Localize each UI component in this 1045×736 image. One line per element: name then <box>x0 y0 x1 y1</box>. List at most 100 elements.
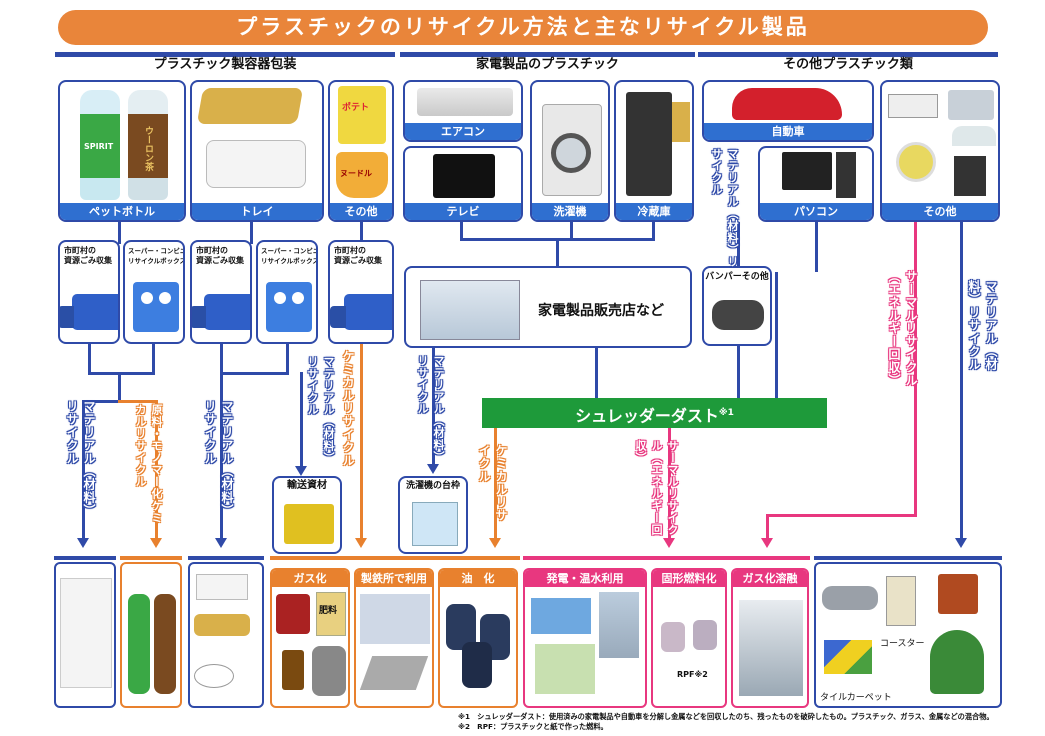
flow-material-c: マテリアル（材料）リサイクル <box>306 356 335 464</box>
appliance-store-label: 家電製品販売店など <box>538 303 664 319</box>
gas-melting-label: ガス化溶融 <box>733 570 807 587</box>
house-image <box>948 90 994 120</box>
solid-fuel-label: 固形燃料化 <box>653 570 725 587</box>
washer-box: 洗濯機 <box>530 80 610 222</box>
flow-material-b: マテリアル（材料）リサイクル <box>203 400 234 517</box>
clothes-image <box>60 578 112 688</box>
monomer-products <box>120 562 182 708</box>
pen-stand-image <box>938 574 978 614</box>
gasification-box: ガス化 肥料 <box>270 568 350 708</box>
aircon-label: エアコン <box>405 123 521 140</box>
snack-cup-image: ポテト <box>338 86 386 144</box>
fridge-label: 冷蔵庫 <box>616 203 692 220</box>
pylon-image <box>599 592 639 658</box>
noodle-cup-image: ヌードル <box>336 152 388 198</box>
potted-plant-image <box>930 630 984 694</box>
car-box: 自動車 <box>702 80 874 142</box>
flow-thermal-b: サーマルリサイクル（エネルギー回収） <box>887 270 918 387</box>
oilification-box: 油 化 <box>438 568 518 708</box>
bumper-label: バンパーその他 <box>704 272 770 282</box>
pipes-image <box>822 586 878 610</box>
footnote-2: ※2 RPF：プラスチックと紙で作った燃料。 <box>458 722 608 731</box>
bottle-brand-label: SPIRIT <box>84 142 114 151</box>
aircon-image <box>417 88 513 116</box>
transport-materials-label: 輸送資材 <box>287 480 327 491</box>
flow-chemical-b: ケミカルリサイクル <box>477 444 508 522</box>
steelworks-box: 製鉄所で利用 <box>354 568 434 708</box>
tea-brand-label: ウーロン茶 <box>143 126 153 171</box>
muni-collection-3-label: 市町村の 資源ごみ収集 <box>334 246 382 265</box>
green-bottle-image: SPIRIT <box>80 90 120 200</box>
appliance-store-box: 家電製品販売店など <box>404 266 692 348</box>
solid-fuel-box: 固形燃料化 RPF※2 <box>651 568 727 708</box>
material-products-f: コースター タイルカーペット <box>814 562 1002 708</box>
fertilizer-label: 肥料 <box>319 606 338 616</box>
material-products-a <box>54 562 116 708</box>
tv-label: テレビ <box>405 203 521 220</box>
recycled-tray <box>196 574 248 600</box>
container-other-label: その他 <box>330 203 392 220</box>
pet-bottle-box: SPIRIT ウーロン茶 ペットボトル <box>58 80 186 222</box>
car-image <box>732 88 842 120</box>
muni-collection-2: 市町村の 資源ごみ収集 <box>190 240 252 344</box>
flow-material-e: マテリアル（材料）リサイクル <box>710 148 739 268</box>
tile-carpet-image <box>824 640 872 674</box>
muni-collection-1: 市町村の 資源ごみ収集 <box>58 240 120 344</box>
backpack-image <box>312 646 346 696</box>
store-building-image <box>420 280 520 340</box>
gasification-label: ガス化 <box>272 570 348 587</box>
car-label: 自動車 <box>704 123 872 140</box>
cd-image <box>896 142 936 182</box>
tray-box: トレイ <box>190 80 324 222</box>
shredder-note-mark: ※1 <box>718 408 734 418</box>
pc-box: パソコン <box>758 146 874 222</box>
container-other-box: ポテト ヌードル その他 <box>328 80 394 222</box>
flow-material-a: マテリアル（材料）リサイクル <box>65 400 96 517</box>
transport-materials-box: 輸送資材 <box>272 476 342 554</box>
store-box-1-label: スーパー・コンビニの リサイクルボックス <box>128 247 185 265</box>
glass-image <box>886 576 916 626</box>
tv-box: テレビ <box>403 146 523 222</box>
muni-collection-3: 市町村の 資源ごみ収集 <box>328 240 394 344</box>
plant-image <box>739 600 803 696</box>
flow-raw-monomer: 原料・モノマー化ケミカルリサイクル <box>134 404 163 524</box>
bottle-image <box>282 650 304 690</box>
recycled-gold-tray <box>194 614 250 636</box>
pc-tower-image <box>836 152 856 198</box>
tile-carpet-label: タイルカーペット <box>820 693 892 703</box>
box-image <box>888 94 938 118</box>
fertilizer-bag-image: 肥料 <box>316 592 346 636</box>
power-label: 発電・温水利用 <box>525 570 645 587</box>
greenhouse-image <box>952 126 996 146</box>
aircon-box: エアコン <box>403 80 523 142</box>
flow-chemical-a: ケミカルリサイクル <box>341 350 355 467</box>
material-products-b <box>188 562 264 708</box>
noodle-label: ヌードル <box>340 169 372 178</box>
recycled-tea-bottle <box>154 594 176 694</box>
store-box-2: スーパー・コンビニの リサイクルボックス <box>256 240 318 344</box>
footnote-1: ※1 シュレッダーダスト：使用済みの家電製品や自動車を分解し金属などを回収したの… <box>458 712 994 721</box>
shredder-dust-bar: シュレッダーダスト※1 <box>482 398 827 428</box>
section-header-containers: プラスチック製容器包装 <box>55 52 395 72</box>
greenery-image <box>535 644 595 694</box>
coaster-label: コースター <box>880 639 925 649</box>
pipe-joint-image <box>954 156 986 196</box>
monitor-image <box>782 152 832 190</box>
steelworks-label: 製鉄所で利用 <box>356 570 432 587</box>
rpf-label: RPF※2 <box>677 670 708 679</box>
rpf-pellet-1 <box>661 622 685 652</box>
fridge-door-image <box>672 102 690 142</box>
steel-plate-image <box>359 656 429 690</box>
muni-collection-1-label: 市町村の 資源ごみ収集 <box>64 246 112 265</box>
muni-collection-2-label: 市町村の 資源ごみ収集 <box>196 246 244 265</box>
pool-image <box>531 598 591 634</box>
drum-image-3 <box>462 642 492 688</box>
store-box-2-label: スーパー・コンビニの リサイクルボックス <box>261 247 318 265</box>
table-image <box>194 664 234 688</box>
sweater-image <box>276 594 310 634</box>
gold-tray-image <box>196 88 304 124</box>
tray-label: トレイ <box>192 203 322 220</box>
bumper-box: バンパーその他 <box>702 266 772 346</box>
forklift-image <box>284 504 334 544</box>
bumper-image <box>712 300 764 330</box>
